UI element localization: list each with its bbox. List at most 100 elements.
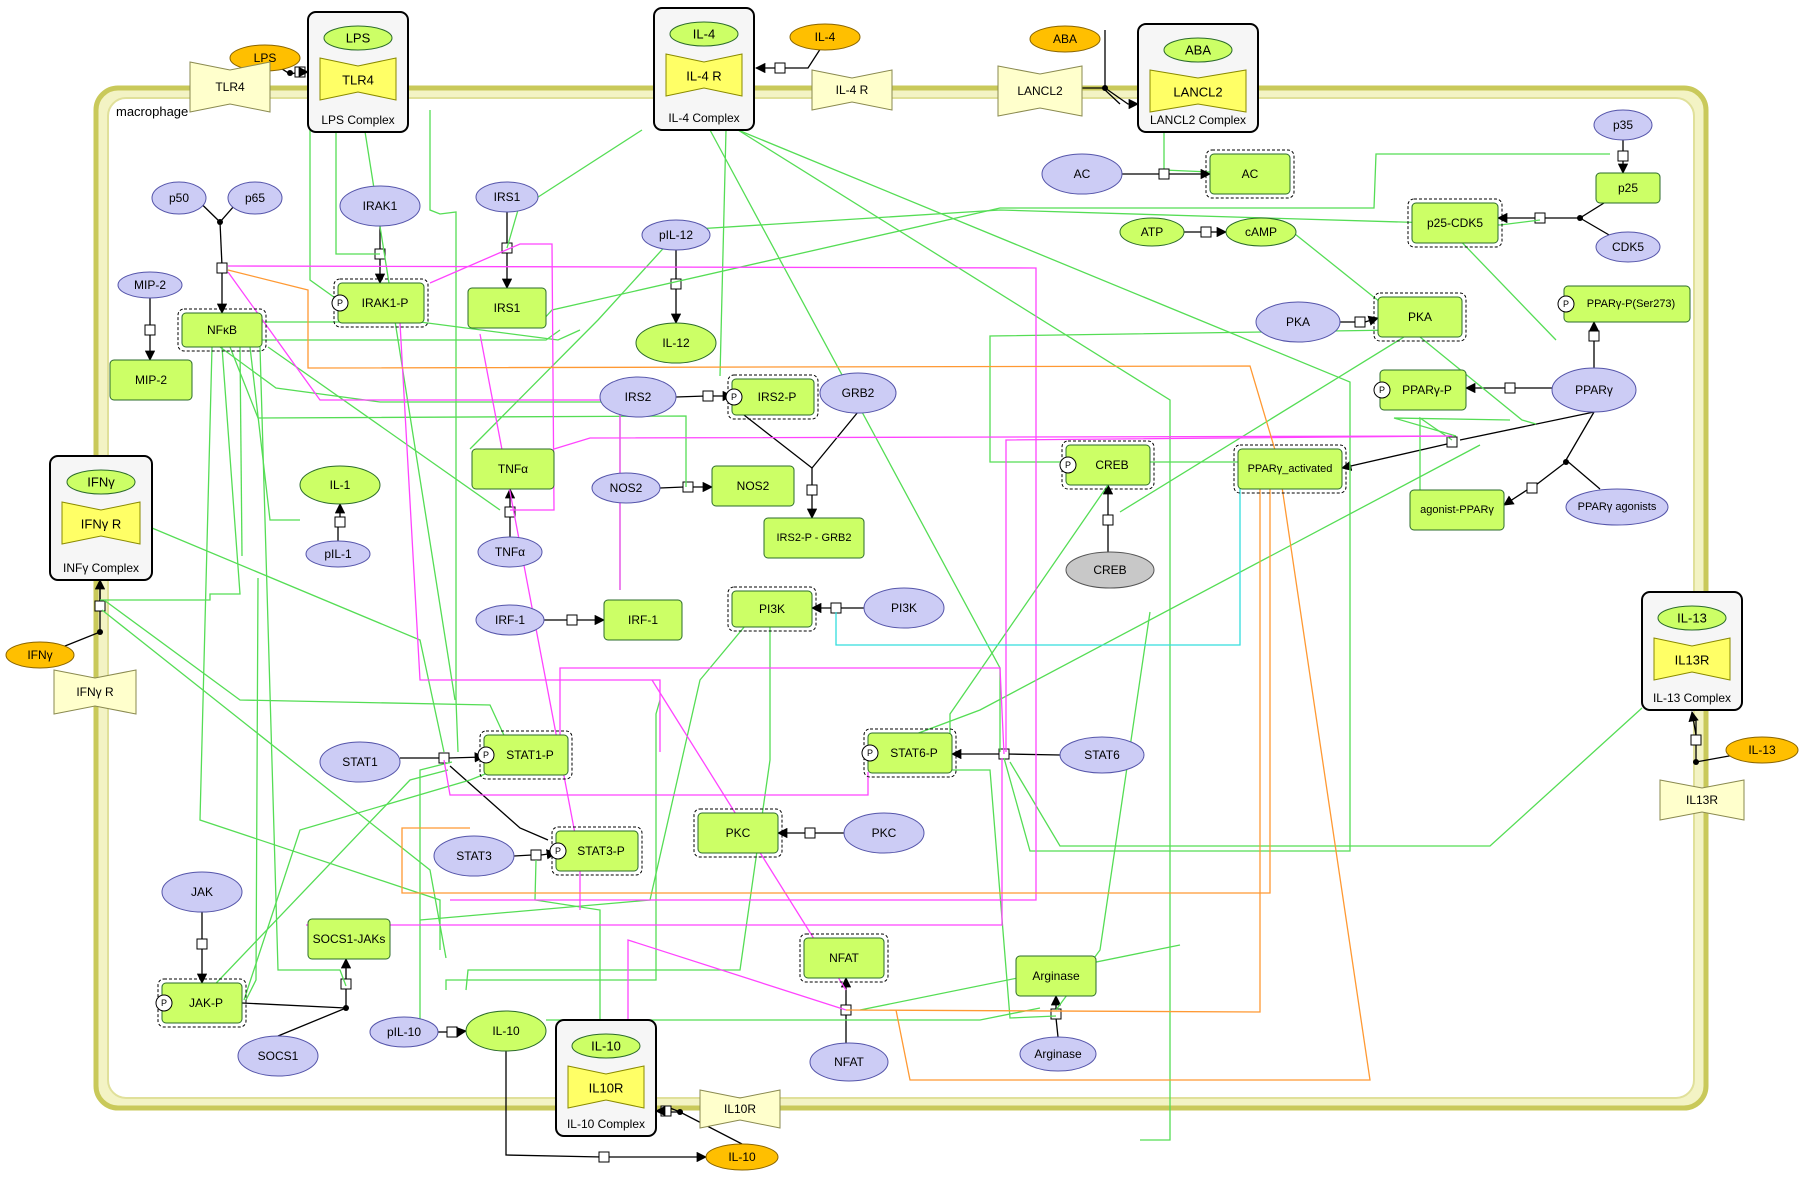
node-ac-p[interactable]: AC: [1041, 153, 1123, 195]
node-pi3k-p[interactable]: PI3K: [863, 587, 945, 629]
node-nos2-p[interactable]: NOS2: [591, 472, 661, 504]
node-pkc-p[interactable]: PKC: [843, 812, 925, 854]
node-ifngr-mem[interactable]: IFNγ R: [53, 669, 137, 715]
node-ifng-ext[interactable]: IFNγ: [5, 641, 75, 669]
jak-stat1-line: [199, 769, 449, 1001]
node-stat3[interactable]: STAT3: [433, 835, 515, 877]
node-grb2[interactable]: GRB2: [819, 372, 897, 414]
node-nos2[interactable]: NOS2: [711, 465, 795, 507]
node-nfkb[interactable]: NFκB: [177, 308, 267, 352]
node-nfat[interactable]: NFAT: [799, 933, 889, 983]
process-node: [1102, 514, 1114, 526]
node-il4-ext[interactable]: IL-4: [789, 23, 861, 51]
node-pil1[interactable]: pIL-1: [305, 540, 371, 568]
node-p25cdk5[interactable]: p25-CDK5: [1407, 198, 1503, 248]
node-pkc[interactable]: PKC: [693, 808, 783, 858]
node-label: pIL-12: [659, 228, 693, 242]
node-p50[interactable]: p50: [151, 181, 207, 215]
active-outline: [727, 586, 817, 632]
node-ac[interactable]: AC: [1205, 149, 1295, 199]
nfkb-il1-line: [249, 346, 300, 521]
node-il10r-mem[interactable]: IL10R: [699, 1089, 781, 1129]
node-il1[interactable]: IL-1: [299, 465, 381, 505]
node-agonist-pparg[interactable]: agonist-PPARγ: [1409, 489, 1505, 531]
node-pparg[interactable]: PPARγ: [1551, 367, 1637, 413]
node-tnfa-p[interactable]: TNFα: [477, 536, 543, 568]
node-irak1[interactable]: IRAK1: [339, 185, 421, 227]
junction-dot: [1102, 85, 1108, 91]
node-lancl2-mem[interactable]: LANCL2: [997, 65, 1083, 117]
node-pka-p[interactable]: PKA: [1255, 301, 1341, 343]
node-pparg-act[interactable]: PPARγ_activated: [1233, 444, 1347, 494]
phospho-marker: [477, 746, 495, 764]
process-node: [334, 516, 346, 528]
node-lps-ext[interactable]: LPS: [229, 44, 301, 72]
node-p65[interactable]: p65: [227, 181, 283, 215]
node-label: PKC: [726, 826, 751, 840]
node-irs2[interactable]: IRS2: [599, 376, 677, 418]
node-atp[interactable]: ATP: [1119, 217, 1185, 247]
node-nfat-p[interactable]: NFAT: [809, 1042, 889, 1082]
node-creb-p[interactable]: CREB: [1065, 551, 1155, 589]
node-arginase[interactable]: Arginase: [1015, 955, 1097, 997]
node-p35[interactable]: p35: [1593, 109, 1653, 141]
node-socs1jaks[interactable]: SOCS1-JAKs: [307, 918, 391, 960]
node-p25[interactable]: p25: [1595, 172, 1661, 204]
node-shape: [53, 669, 137, 715]
node-aba-ext[interactable]: ABA: [1029, 25, 1101, 53]
node-label: ABA: [1053, 32, 1077, 46]
node-pka[interactable]: PKA: [1373, 292, 1467, 342]
node-il10[interactable]: IL-10: [465, 1010, 547, 1052]
node-shape: [433, 835, 515, 877]
complex-receptor: [1653, 637, 1731, 681]
node-il10-ext[interactable]: IL-10: [705, 1143, 779, 1171]
node-irf1-p[interactable]: IRF-1: [475, 604, 545, 636]
node-tnfa[interactable]: TNFα: [471, 448, 555, 490]
node-il4r-mem[interactable]: IL-4 R: [811, 69, 893, 111]
node-stat6[interactable]: STAT6: [1059, 736, 1145, 774]
node-il13-ext[interactable]: IL-13: [1725, 736, 1799, 764]
node-tlr4-mem[interactable]: TLR4: [189, 61, 271, 113]
node-arginase-p[interactable]: Arginase: [1019, 1036, 1097, 1072]
node-pil10[interactable]: pIL-10: [369, 1016, 439, 1048]
il4-complex[interactable]: IL-4IL-4 RIL-4 Complex: [653, 7, 755, 131]
node-mip2[interactable]: MIP-2: [109, 359, 193, 401]
node-shape: [475, 181, 539, 213]
node-irs1-p[interactable]: IRS1: [475, 181, 539, 213]
node-stat1[interactable]: STAT1: [319, 741, 401, 783]
node-irs2grb2[interactable]: IRS2-P - GRB2: [763, 517, 865, 559]
node-pil12[interactable]: pIL-12: [641, 219, 711, 251]
node-irf1[interactable]: IRF-1: [603, 599, 683, 641]
pparg-nfat-orange: [845, 489, 1261, 1013]
node-pparg-agonists[interactable]: PPARγ agonists: [1565, 488, 1669, 526]
node-il12[interactable]: IL-12: [635, 322, 717, 364]
p25-tnfa-line: [469, 209, 1541, 450]
node-shape: [237, 1035, 319, 1077]
node-label: PPARγ agonists: [1578, 501, 1657, 513]
node-mip2-p[interactable]: MIP-2: [117, 271, 183, 299]
node-socs1[interactable]: SOCS1: [237, 1035, 319, 1077]
node-jak[interactable]: JAK: [161, 871, 243, 913]
node-pi3k[interactable]: PI3K: [727, 586, 817, 632]
node-cdk5[interactable]: CDK5: [1595, 231, 1661, 263]
node-irs1[interactable]: IRS1: [467, 287, 547, 329]
node-il13r-mem[interactable]: IL13R: [1659, 779, 1745, 821]
node-shape: [1595, 231, 1661, 263]
node-camp[interactable]: cAMP: [1225, 217, 1297, 247]
node-shape: [1593, 109, 1653, 141]
